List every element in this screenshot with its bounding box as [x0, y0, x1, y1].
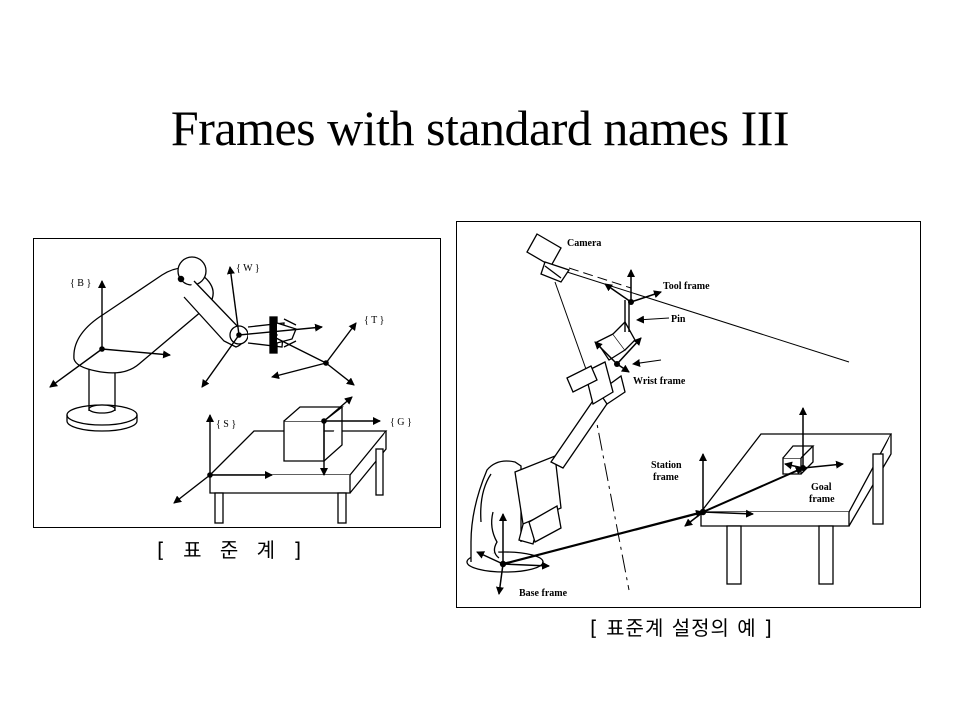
base-frame-label: Base frame [519, 588, 568, 599]
standard-frames-drawing: { B } { W } { T } { S } { G } [49, 256, 412, 524]
left-figure-caption: [ 표 준 계 ] [157, 538, 308, 562]
station-frame-label-line1: Station [651, 460, 682, 471]
goal-frame-label-line1: Goal [811, 482, 832, 493]
goal-frame-label: { G } [390, 417, 412, 428]
station-to-goal-vector [702, 467, 804, 513]
frame-assignment-example-figure: Camera Tool frame Pin Wrist frame Statio… [456, 221, 921, 608]
base-frame-label: { B } [70, 278, 91, 289]
goal-frame-label-line2: frame [809, 494, 835, 505]
standard-frames-figure: { B } { W } { T } { S } { G } [33, 238, 441, 528]
tool-frame-label: { T } [364, 315, 384, 326]
station-frame-label-line2: frame [653, 472, 679, 483]
frame-assignment-drawing: Camera Tool frame Pin Wrist frame Statio… [466, 233, 893, 599]
station-frame-label: { S } [216, 419, 236, 430]
wrist-frame-label: Wrist frame [633, 376, 686, 387]
robot-arm [514, 320, 636, 545]
camera-label: Camera [567, 238, 601, 249]
goal-box [283, 406, 344, 462]
slide-title: Frames with standard names III [170, 100, 790, 156]
base-frame-axes [476, 513, 550, 595]
right-figure-caption: [ 표준계 설정의 예 ] [590, 616, 773, 640]
wrist-frame-axes [201, 266, 323, 388]
goal-frame-axes [784, 407, 844, 470]
goal-frame-axes [320, 396, 381, 476]
pin-label: Pin [671, 314, 686, 325]
camera [526, 233, 571, 283]
robot-base [466, 460, 544, 573]
station-frame-axes [684, 453, 754, 527]
wrist-frame-label: { W } [236, 263, 260, 274]
tool-frame-axes [604, 269, 662, 303]
tool-frame-axes [269, 322, 357, 386]
base-to-station-vector [502, 509, 704, 566]
base-frame-axes [49, 280, 171, 388]
tool-frame-label: Tool frame [663, 281, 710, 292]
station-frame-axes [173, 414, 273, 504]
